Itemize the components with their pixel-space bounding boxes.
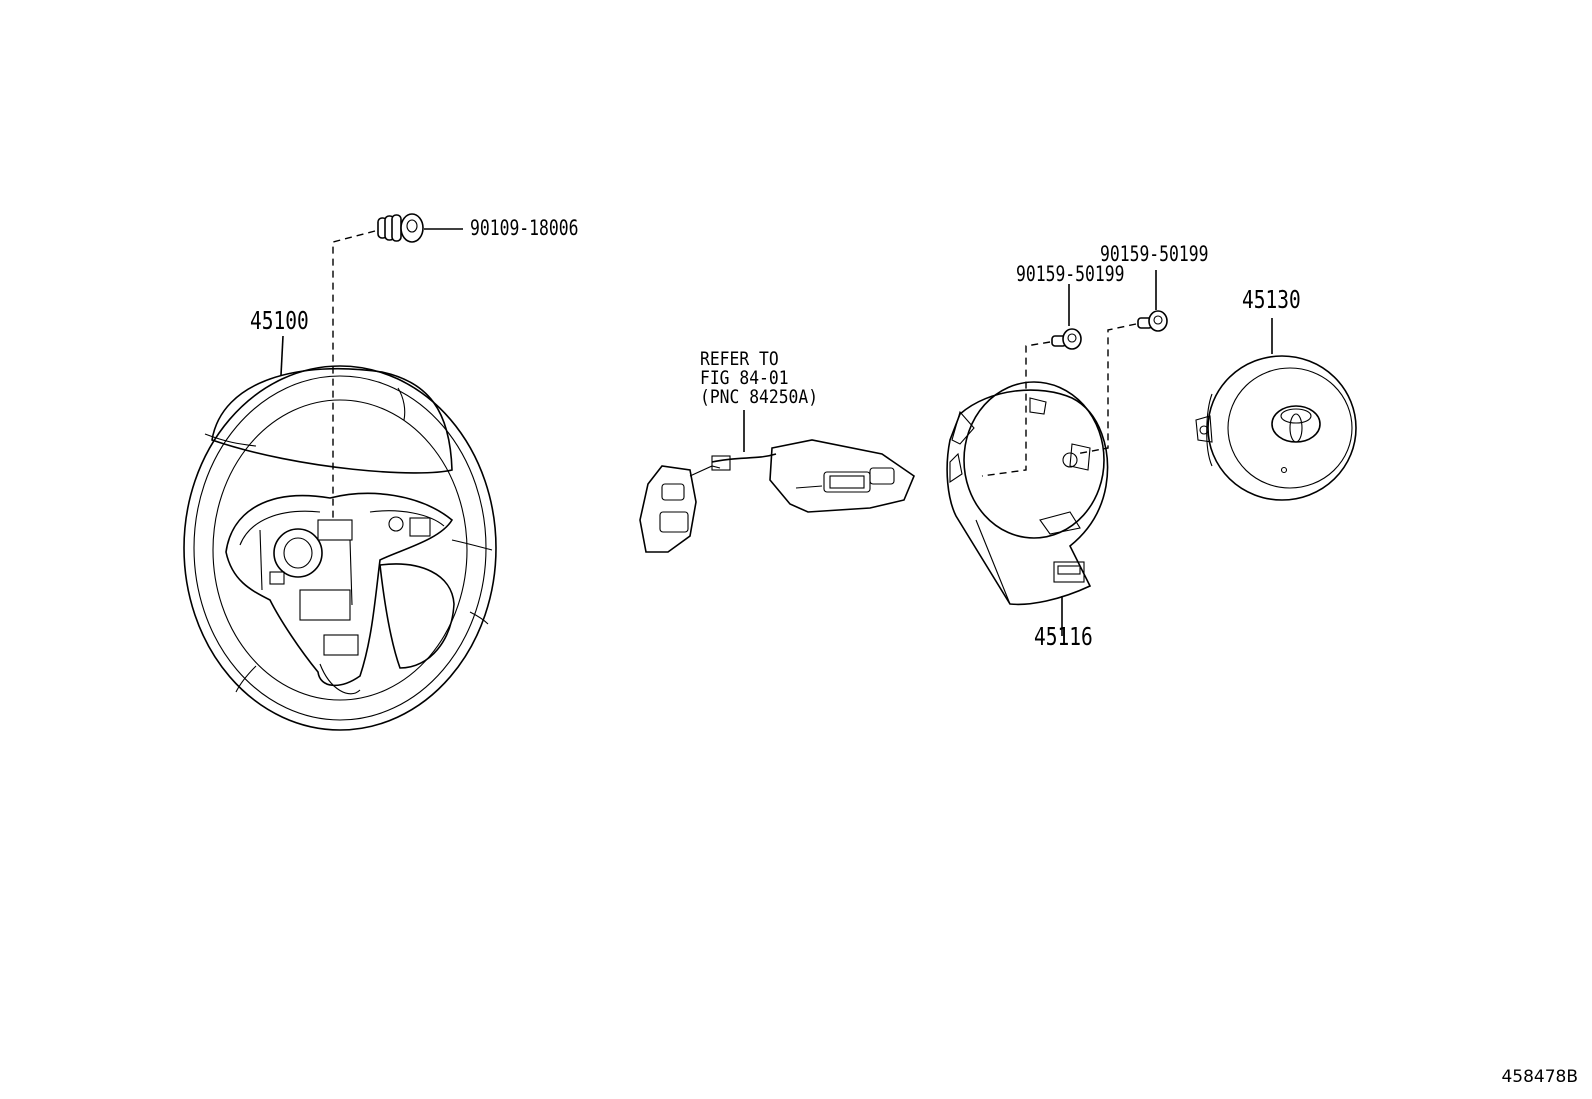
bolt-90109-18006[interactable] [377,213,424,243]
steering-cover-45116[interactable] [946,381,1109,606]
toyota-emblem-icon [1271,405,1321,443]
dash-screw-right [1075,323,1137,455]
label-45130: 45130 [1242,285,1301,314]
label-bolt-90109-18006: 90109-18006 [470,216,579,240]
switch-assembly-84250A[interactable] [639,439,915,553]
label-screw-left: 90159-50199 [1016,262,1125,286]
screw-left-90159-50199[interactable] [1051,328,1082,350]
label-screw-right: 90159-50199 [1100,242,1209,266]
dash-bolt-to-wheel [332,230,376,520]
airbag-45130[interactable] [1195,355,1357,501]
label-refer-line3: (PNC 84250A) [700,386,819,408]
leader-45100 [280,335,284,376]
figure-id: 458478B [1501,1067,1578,1087]
label-refer-line1: REFER TO [700,348,779,370]
label-45116: 45116 [1034,622,1093,651]
screw-right-90159-50199[interactable] [1137,310,1168,332]
label-45100: 45100 [250,306,309,335]
dash-screw-left [981,341,1051,477]
label-refer-line2: FIG 84-01 [700,367,789,389]
steering-wheel-45100[interactable] [183,365,497,731]
